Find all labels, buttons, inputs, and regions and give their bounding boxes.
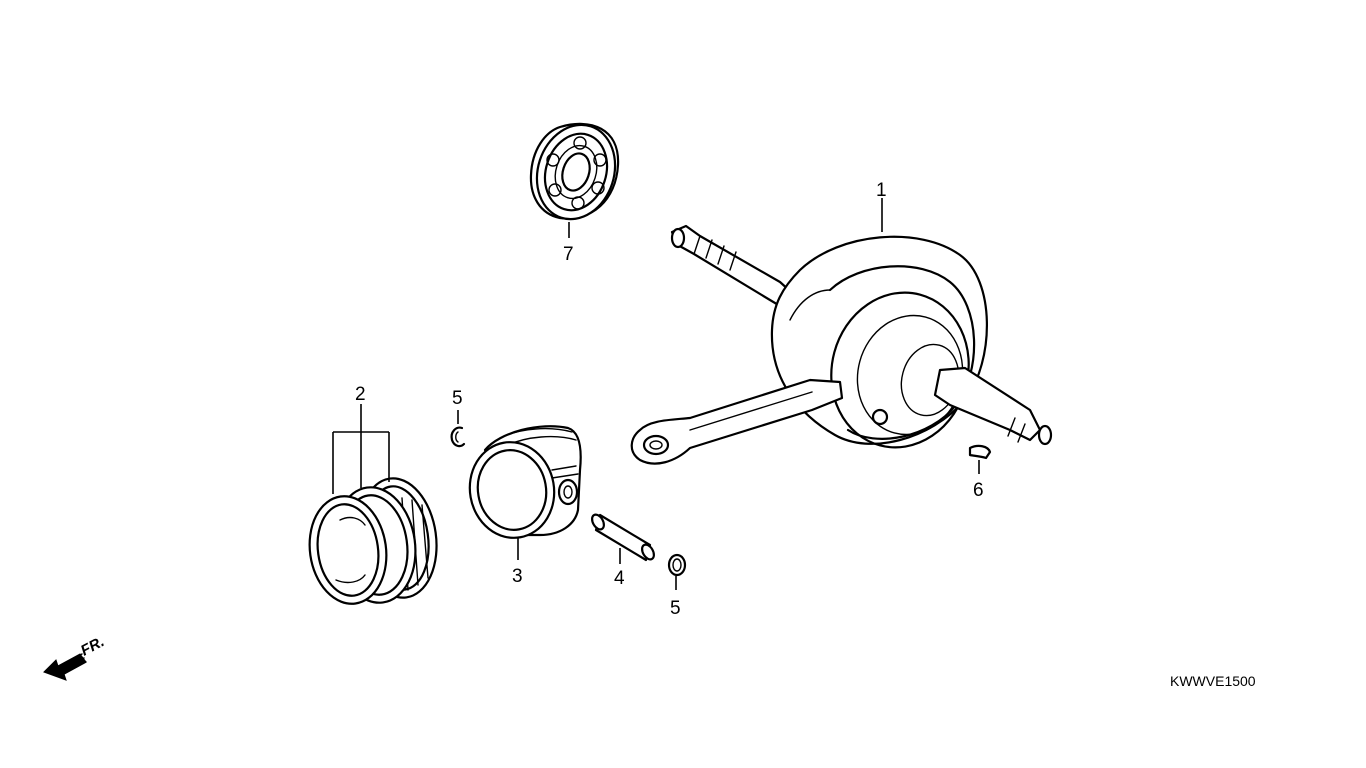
crankshaft-part (630, 224, 1053, 465)
callout-5-left: 5 (452, 388, 463, 409)
woodruff-key-part (968, 444, 992, 460)
bearing-part (529, 122, 620, 221)
callout-7: 7 (563, 244, 574, 265)
piston-pin-clip-left-part (450, 426, 466, 448)
callout-1: 1 (876, 180, 887, 201)
callout-2: 2 (355, 384, 366, 405)
callout-5-right: 5 (670, 598, 681, 619)
callout-6: 6 (973, 480, 984, 501)
callout-3: 3 (512, 566, 523, 587)
diagram-code: KWWVE1500 (1170, 673, 1256, 689)
piston-pin-part (591, 513, 655, 562)
front-direction-label: FR. (78, 633, 107, 659)
piston-rings-part (308, 477, 438, 605)
callout-4: 4 (614, 568, 625, 589)
piston-pin-clip-right-part (667, 553, 687, 577)
front-direction-arrow-icon (43, 653, 87, 681)
piston-part (468, 425, 582, 539)
